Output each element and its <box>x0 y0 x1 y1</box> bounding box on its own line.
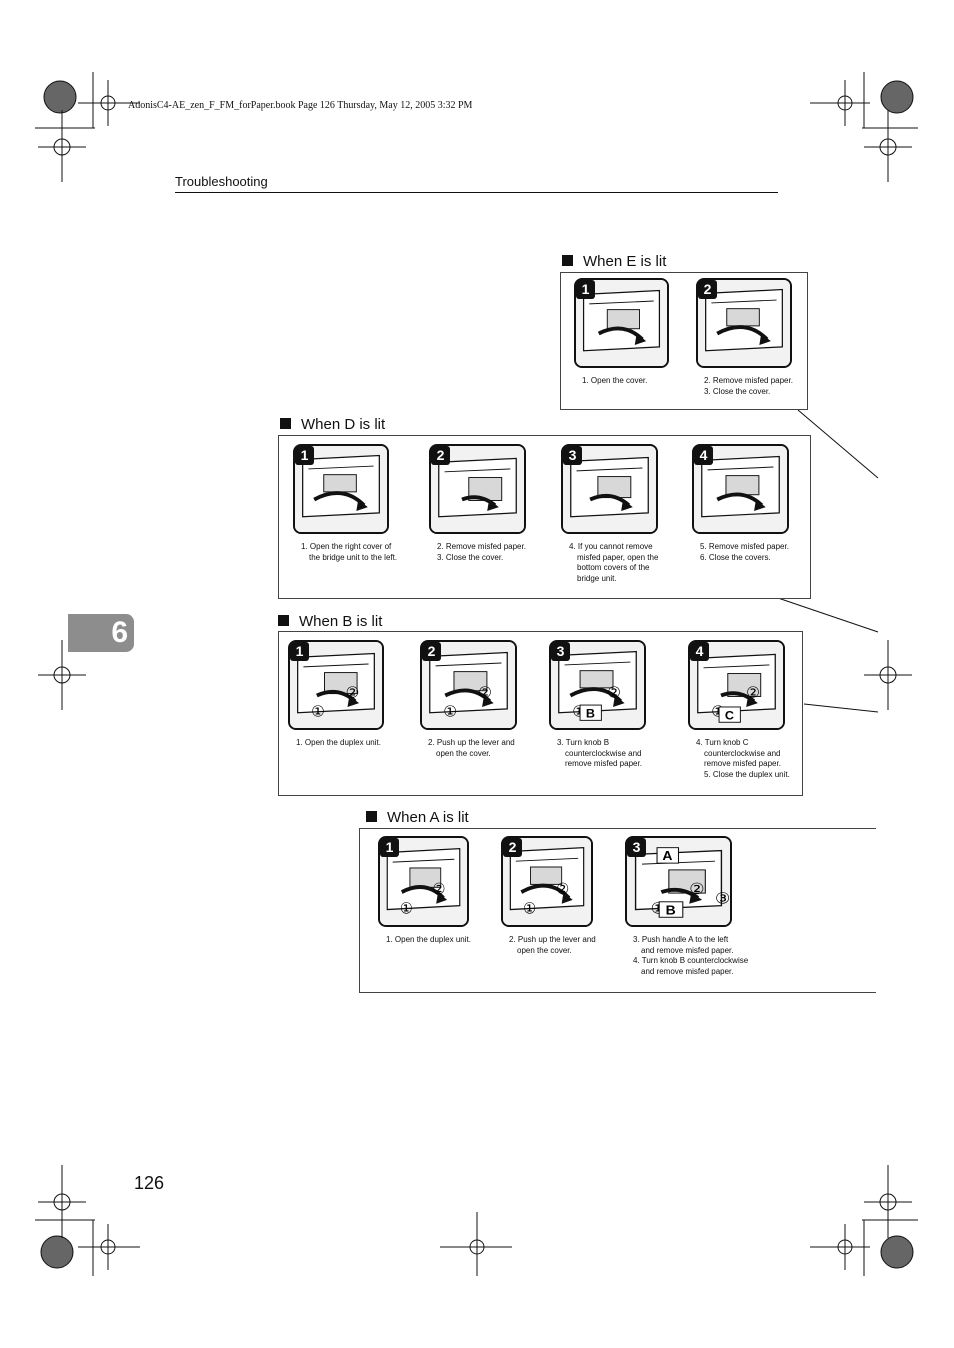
svg-text:②: ② <box>556 880 569 898</box>
svg-text:①: ① <box>311 703 325 721</box>
step-number-badge: 3 <box>627 838 646 857</box>
caption-line: remove misfed paper. <box>704 759 781 768</box>
step-number-badge: 2 <box>503 838 522 857</box>
step-illustration <box>429 444 526 534</box>
caption-line: 1. Open the duplex unit. <box>386 935 471 944</box>
svg-text:②: ② <box>689 880 704 898</box>
caption-line: 3. Push handle A to the left <box>633 935 729 944</box>
svg-text:②: ② <box>478 684 492 702</box>
step-caption: 1. Open the duplex unit. <box>386 935 471 946</box>
caption-line: 5. Remove misfed paper. <box>700 542 789 551</box>
caption-line: 3. Turn knob B <box>557 738 610 747</box>
svg-text:C: C <box>725 708 734 722</box>
caption-line: counterclockwise and <box>704 748 781 758</box>
running-head: Troubleshooting <box>175 174 268 189</box>
svg-text:②: ② <box>433 880 446 899</box>
step-number-badge: 2 <box>698 280 717 299</box>
book-file-line: AdonisC4-AE_zen_F_FM_forPaper.book Page … <box>128 100 473 111</box>
step-illustration <box>561 444 658 534</box>
caption-line: 3. Close the cover. <box>704 386 771 396</box>
step-caption: 2. Remove misfed paper.3. Close the cove… <box>437 542 526 563</box>
svg-text:②: ② <box>607 684 621 702</box>
caption-line: the bridge unit to the left. <box>309 552 398 562</box>
caption-line: open the cover. <box>436 748 491 758</box>
caption-line: 4. If you cannot remove <box>569 542 653 551</box>
caption-line: 4. Turn knob B counterclockwise <box>633 956 749 965</box>
caption-line: 2. Remove misfed paper. <box>437 542 526 551</box>
svg-text:B: B <box>666 903 676 917</box>
step-number-badge: 4 <box>690 642 709 661</box>
caption-line: 2. Push up the lever and <box>428 738 515 747</box>
section-title-a-text: When A is lit <box>387 809 469 826</box>
svg-text:③: ③ <box>715 890 730 908</box>
step-number-badge: 3 <box>563 446 582 465</box>
step-number-badge: 1 <box>380 838 399 857</box>
chapter-tab: 6 <box>68 614 134 652</box>
caption-line: bridge unit. <box>577 573 617 583</box>
section-title-a: When A is lit <box>366 809 469 826</box>
caption-line: open the cover. <box>517 945 572 955</box>
step-number-badge: 4 <box>694 446 713 465</box>
caption-line: 1. Open the duplex unit. <box>296 738 381 747</box>
caption-line: bottom covers of the <box>577 563 650 572</box>
caption-line: 5. Close the duplex unit. <box>704 769 790 779</box>
step-caption: 2. Remove misfed paper.3. Close the cove… <box>704 376 793 397</box>
section-title-e: When E is lit <box>562 253 666 270</box>
caption-line: misfed paper, open the <box>577 552 659 562</box>
step-caption: 5. Remove misfed paper.6. Close the cove… <box>700 542 789 563</box>
svg-text:A: A <box>662 849 673 863</box>
svg-text:②: ② <box>346 683 360 701</box>
caption-line: 2. Push up the lever and <box>509 935 596 944</box>
svg-text:①: ① <box>400 899 413 918</box>
caption-line: 3. Close the cover. <box>437 552 504 562</box>
step-number-badge: 3 <box>551 642 570 661</box>
section-title-d: When D is lit <box>280 416 385 433</box>
section-title-b: When B is lit <box>278 613 382 630</box>
caption-line: and remove misfed paper. <box>641 966 734 976</box>
step-number-badge: 2 <box>422 642 441 661</box>
caption-line: remove misfed paper. <box>565 759 642 768</box>
section-title-e-text: When E is lit <box>583 253 667 270</box>
step-number-badge: 1 <box>576 280 595 299</box>
section-title-b-text: When B is lit <box>299 613 383 630</box>
caption-line: 1. Open the cover. <box>582 376 648 385</box>
step-caption: 1. Open the duplex unit. <box>296 738 381 749</box>
caption-line: 1. Open the right cover of <box>301 542 392 551</box>
caption-line: 2. Remove misfed paper. <box>704 376 793 385</box>
caption-line: and remove misfed paper. <box>641 945 734 955</box>
step-caption: 1. Open the cover. <box>582 376 647 387</box>
step-number-badge: 1 <box>295 446 314 465</box>
caption-line: counterclockwise and <box>565 748 642 758</box>
header-rule <box>175 192 778 193</box>
svg-text:①: ① <box>443 703 457 721</box>
caption-line: 6. Close the covers. <box>700 552 771 562</box>
svg-text:B: B <box>586 707 595 721</box>
section-title-d-text: When D is lit <box>301 416 386 433</box>
svg-text:②: ② <box>746 684 760 702</box>
svg-text:①: ① <box>523 899 536 917</box>
caption-line: 4. Turn knob C <box>696 738 749 747</box>
step-illustration <box>692 444 789 534</box>
page-number: 126 <box>134 1173 165 1193</box>
step-number-badge: 1 <box>290 642 309 661</box>
step-number-badge: 2 <box>431 446 450 465</box>
